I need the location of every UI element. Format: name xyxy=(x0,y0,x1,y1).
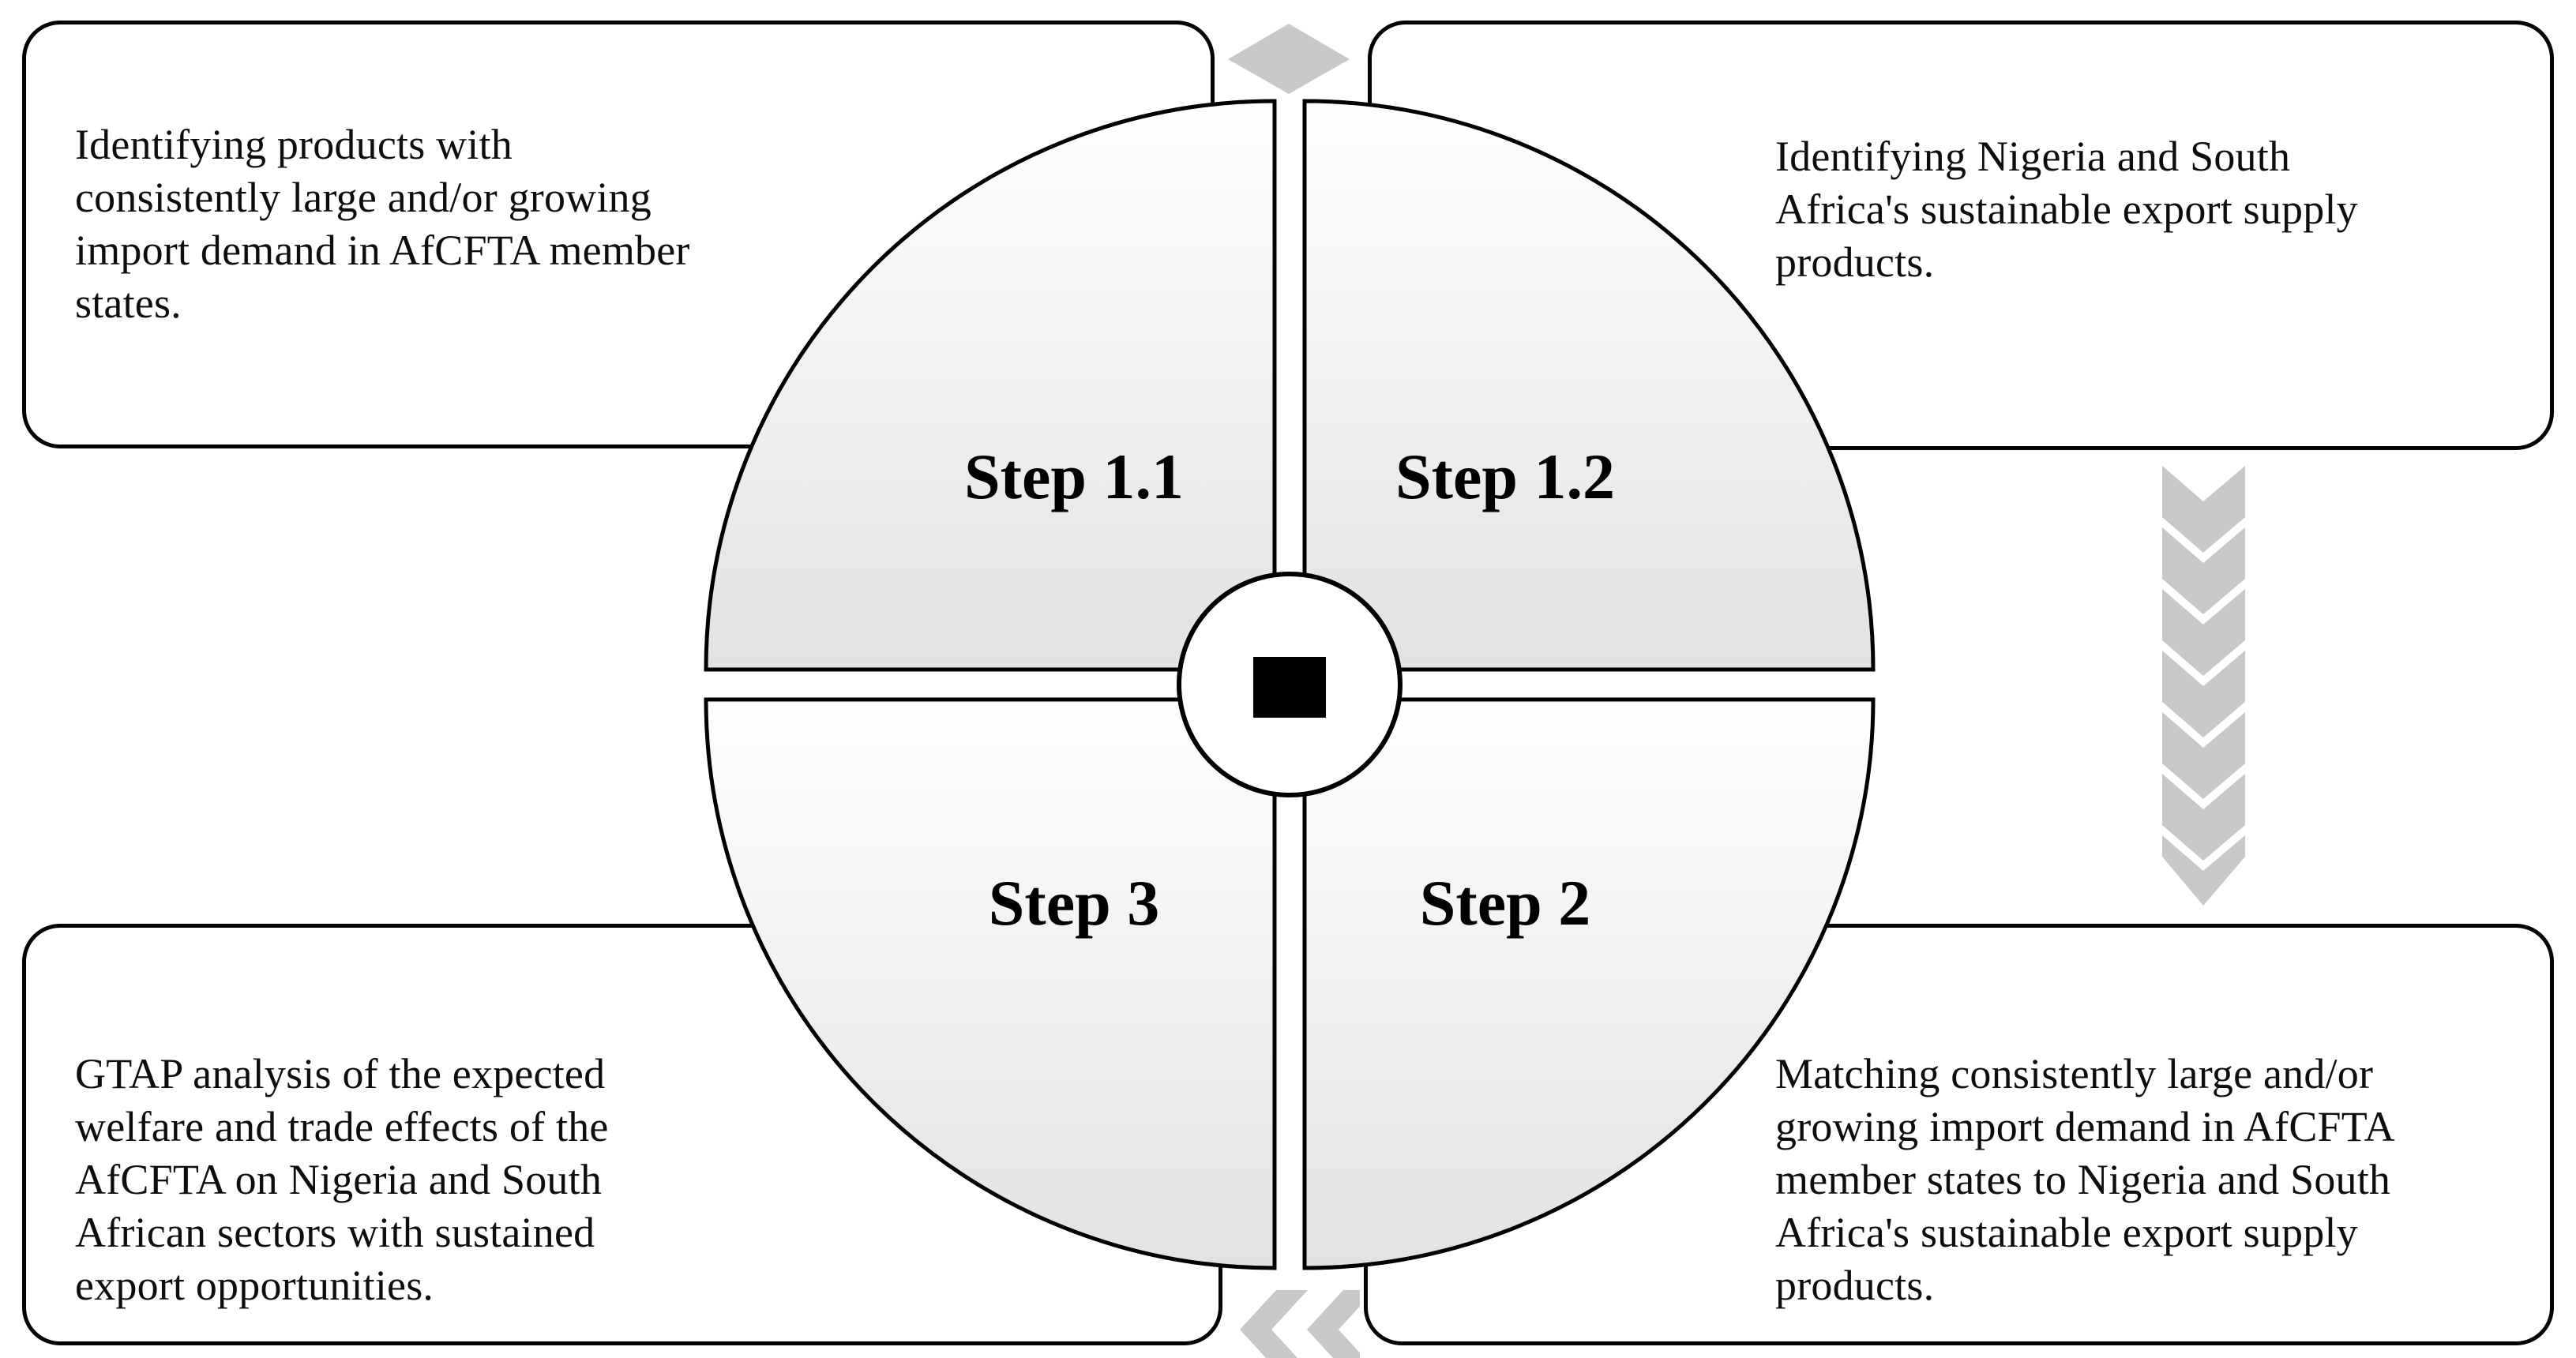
label-step-1-2: Step 1.2 xyxy=(1395,441,1615,512)
hub-circle xyxy=(1177,572,1403,797)
hub-square-icon xyxy=(1253,657,1326,718)
chevron-down-arrows-icon xyxy=(2162,466,2245,906)
step-1-2-description-text: Identifying Nigeria and South Africa's s… xyxy=(1775,133,2358,286)
box-step-2-description: Matching consistently large and/or growi… xyxy=(1364,924,2554,1345)
chevron-left-arrows-icon xyxy=(1240,1290,1360,1358)
label-step-2: Step 2 xyxy=(1419,867,1591,939)
box-step-1-2-description: Identifying Nigeria and South Africa's s… xyxy=(1368,21,2554,450)
label-step-3: Step 3 xyxy=(988,867,1160,939)
diamond-connector-icon xyxy=(1228,24,1350,94)
step-3-description-text: GTAP analysis of the expected welfare an… xyxy=(75,1050,609,1309)
label-step-1-1: Step 1.1 xyxy=(964,441,1184,512)
step-1-1-description-text: Identifying products with consistently l… xyxy=(75,121,690,327)
step-2-description-text: Matching consistently large and/or growi… xyxy=(1775,1050,2395,1309)
box-step-3-description: GTAP analysis of the expected welfare an… xyxy=(22,924,1222,1345)
box-step-1-1-description: Identifying products with consistently l… xyxy=(22,21,1215,448)
